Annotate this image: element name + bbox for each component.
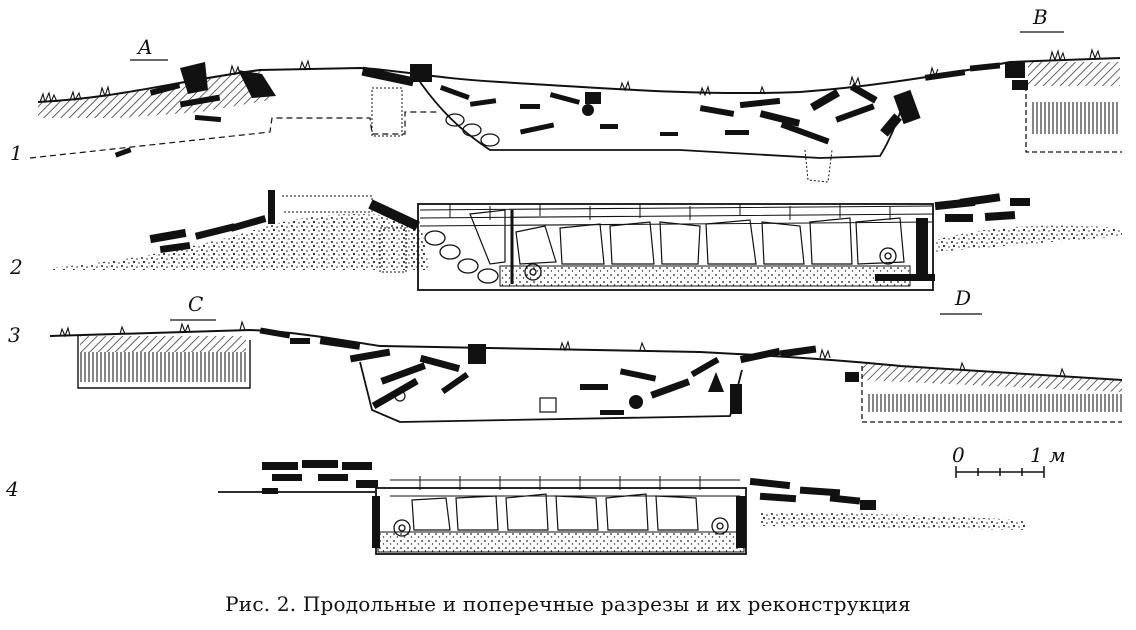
small-finds-3 bbox=[394, 390, 557, 413]
chamber-4-stones bbox=[411, 493, 699, 531]
debris-fragments-1 bbox=[114, 62, 1028, 158]
gravel-slope-left bbox=[48, 214, 430, 270]
section-3: 3 C D bbox=[8, 286, 1123, 423]
chamber-4-logs bbox=[393, 517, 729, 537]
old-surface-dashed bbox=[29, 111, 440, 159]
section-2-number: 2 bbox=[9, 255, 23, 279]
right-profile-lined-3 bbox=[866, 394, 1122, 412]
round-stones-1 bbox=[445, 113, 500, 147]
chamber-2-frame bbox=[417, 203, 934, 291]
figure-caption: Рис. 2. Продольные и поперечные разрезы … bbox=[225, 592, 911, 616]
grass-tufts-3 bbox=[59, 320, 1066, 377]
chamber-2-stones bbox=[469, 209, 905, 265]
gravel-slope-4 bbox=[760, 512, 1026, 530]
point-label-a: A bbox=[136, 35, 152, 59]
debris-fragments-3 bbox=[259, 327, 859, 415]
scale-bar-end-label: 1 м bbox=[1030, 443, 1066, 467]
right-profile-hatched bbox=[1028, 62, 1120, 86]
left-profile-frame-3 bbox=[77, 336, 251, 389]
left-profile-hatched-3 bbox=[80, 336, 246, 352]
right-profile-dashed bbox=[1025, 86, 1122, 153]
section-1-number: 1 bbox=[10, 141, 23, 165]
scale-bar-line bbox=[955, 466, 1045, 478]
right-profile-lined bbox=[1032, 102, 1118, 134]
chamber-4-sand-floor bbox=[377, 531, 745, 553]
point-label-d: D bbox=[954, 286, 971, 310]
dotted-block-2 bbox=[282, 195, 373, 213]
section-1: 1 A B bbox=[10, 5, 1122, 183]
point-label-c: C bbox=[188, 292, 203, 316]
section-3-number: 3 bbox=[8, 323, 21, 347]
chamber-2-logs bbox=[424, 230, 897, 284]
scale-bar-zero-label: 0 bbox=[952, 443, 965, 467]
gravel-slope-right bbox=[935, 225, 1122, 252]
point-label-b: B bbox=[1032, 5, 1048, 29]
trench-1-dotted-pit bbox=[804, 149, 833, 183]
left-profile-lined-3 bbox=[80, 352, 246, 382]
dotted-pit-1 bbox=[371, 87, 403, 137]
ground-surface-3 bbox=[49, 328, 1123, 381]
section-2: 2 bbox=[9, 190, 1122, 291]
debris-fragments-4 bbox=[262, 460, 876, 548]
chamber-2-roof-courses bbox=[419, 204, 933, 227]
right-profile-dashed-3 bbox=[861, 366, 1122, 423]
debris-fragments-2 bbox=[149, 190, 1030, 281]
section-4-number: 4 bbox=[5, 477, 19, 501]
section-4: 4 bbox=[5, 460, 1026, 555]
right-profile-hatched-3 bbox=[862, 362, 1122, 392]
chamber-2-sand-floor bbox=[499, 265, 911, 287]
chamber-4-roof-courses bbox=[390, 476, 740, 497]
scale-bar: 0 1 м bbox=[952, 443, 1066, 478]
dotted-pit-2 bbox=[379, 227, 407, 273]
